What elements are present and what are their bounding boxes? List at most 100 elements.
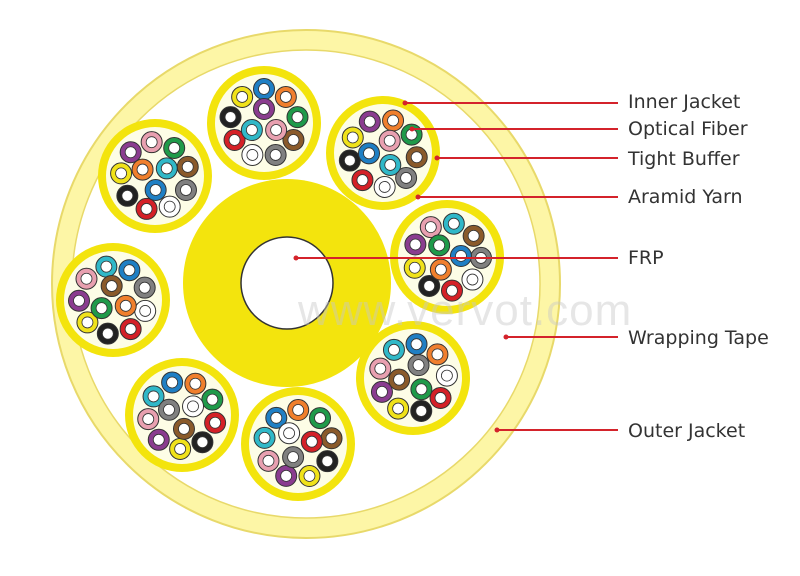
- fiber-core: [325, 432, 338, 445]
- optical-fiber: [320, 427, 343, 450]
- fiber-core: [415, 383, 428, 396]
- fiber-core: [415, 405, 428, 417]
- optical-fiber: [369, 357, 392, 380]
- optical-fiber: [231, 85, 254, 108]
- fiber-core: [224, 111, 237, 123]
- optical-fiber: [265, 406, 288, 429]
- optical-fiber: [287, 399, 310, 422]
- fiber-core: [269, 149, 282, 161]
- label-aramid-yarn: Aramid Yarn: [628, 186, 743, 208]
- fiber-core: [145, 136, 158, 149]
- optical-fiber: [388, 368, 411, 391]
- optical-fiber: [137, 408, 160, 431]
- fiber-core: [187, 400, 199, 413]
- subunit-bundle: [207, 66, 321, 180]
- fiber-core: [123, 264, 136, 277]
- optical-fiber: [142, 385, 165, 408]
- fiber-core: [270, 411, 283, 424]
- fiber-core: [343, 154, 356, 167]
- fiber-core: [189, 377, 202, 390]
- fiber-core: [142, 413, 155, 425]
- optical-fiber: [378, 129, 401, 152]
- optical-fiber: [449, 245, 472, 268]
- fiber-core: [95, 302, 108, 315]
- fiber-core: [258, 432, 271, 444]
- optical-fiber: [428, 234, 451, 257]
- fiber-core: [246, 149, 259, 161]
- optical-fiber: [114, 294, 137, 317]
- optical-fiber: [429, 386, 452, 409]
- optical-fiber: [169, 437, 192, 460]
- optical-fiber: [161, 371, 184, 394]
- optical-fiber: [316, 450, 339, 473]
- fiber-core: [287, 451, 299, 464]
- optical-fiber: [462, 224, 485, 247]
- fiber-core: [258, 83, 270, 95]
- fiber-core: [124, 323, 137, 335]
- optical-fiber: [204, 411, 227, 434]
- fiber-core: [181, 160, 194, 173]
- fiber-core: [393, 373, 405, 386]
- fiber-core: [466, 273, 479, 286]
- optical-fiber: [133, 276, 156, 299]
- optical-fiber: [95, 255, 118, 278]
- fiber-core: [467, 229, 480, 242]
- optical-fiber: [379, 153, 402, 176]
- fiber-core: [431, 348, 444, 361]
- optical-fiber: [405, 333, 428, 356]
- fiber-core: [178, 422, 190, 435]
- optical-fiber: [395, 166, 418, 189]
- optical-fiber: [68, 289, 91, 312]
- optical-fiber: [358, 110, 381, 133]
- optical-fiber: [275, 464, 298, 487]
- fiber-core: [455, 250, 467, 262]
- optical-fiber: [176, 155, 199, 178]
- label-tight-buffer: Tight Buffer: [628, 148, 740, 170]
- optical-fiber: [182, 395, 205, 418]
- optical-fiber: [274, 85, 297, 108]
- fiber-core: [383, 134, 396, 147]
- optical-fiber: [184, 372, 207, 395]
- fiber-core: [180, 184, 192, 196]
- fiber-core: [206, 393, 219, 406]
- fiber-core: [388, 343, 400, 356]
- fiber-core: [410, 151, 423, 164]
- subunits: [56, 66, 504, 501]
- optical-fiber: [96, 322, 119, 345]
- label-wrapping-tape: Wrapping Tape: [628, 327, 769, 349]
- optical-fiber: [100, 275, 123, 298]
- fiber-core: [100, 260, 113, 273]
- subunit-bundle: [56, 243, 170, 357]
- optical-fiber: [158, 398, 181, 421]
- fiber-core: [228, 134, 241, 146]
- fiber-core: [139, 305, 152, 317]
- leader-aramid-yarn: [415, 194, 618, 200]
- optical-fiber: [116, 184, 139, 207]
- optical-fiber: [140, 131, 163, 154]
- optical-fiber: [172, 417, 195, 440]
- optical-fiber: [144, 178, 167, 201]
- fiber-core: [119, 299, 132, 312]
- fiber-core: [374, 362, 387, 375]
- optical-fiber: [382, 109, 405, 132]
- optical-fiber: [163, 136, 186, 159]
- fiber-core: [270, 124, 283, 136]
- optical-fiber: [426, 343, 449, 366]
- label-outer-jacket: Outer Jacket: [628, 420, 746, 442]
- optical-fiber: [131, 158, 154, 181]
- optical-fiber: [442, 212, 465, 235]
- fiber-core: [73, 294, 85, 307]
- fiber-core: [115, 167, 127, 180]
- optical-fiber: [158, 195, 181, 218]
- fiber-core: [363, 115, 376, 128]
- fiber-core: [433, 239, 446, 252]
- optical-fiber: [286, 106, 309, 129]
- fiber-core: [291, 111, 304, 123]
- leader-lines: [293, 100, 618, 433]
- fiber-core: [149, 184, 162, 196]
- fiber-core: [387, 114, 399, 127]
- optical-fiber: [155, 157, 178, 180]
- optical-fiber: [201, 388, 224, 411]
- optical-fiber: [440, 279, 463, 302]
- leader-inner-jacket: [402, 100, 618, 106]
